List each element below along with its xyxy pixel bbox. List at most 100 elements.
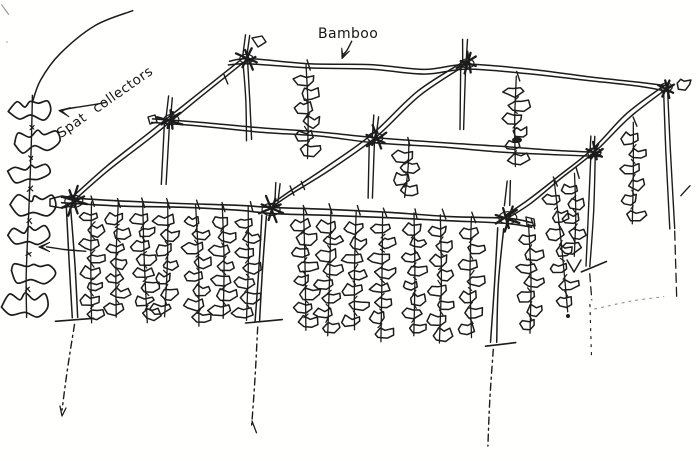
shell	[516, 290, 536, 303]
shell	[676, 78, 692, 91]
faint-marks	[1, 4, 665, 310]
shell	[322, 263, 345, 277]
shell	[504, 139, 521, 151]
shell	[183, 270, 204, 282]
shell	[466, 275, 486, 288]
shell	[162, 259, 180, 272]
spat-collector-string	[501, 70, 532, 168]
stroke	[438, 265, 443, 271]
stroke	[90, 195, 95, 207]
shell	[458, 290, 477, 304]
stroke	[45, 246, 87, 252]
stroke	[60, 201, 533, 229]
shell	[239, 291, 262, 305]
shell	[506, 152, 531, 166]
stroke	[303, 243, 308, 249]
shell	[216, 260, 235, 272]
shell	[561, 212, 580, 225]
stroke	[512, 122, 518, 129]
shell	[6, 224, 51, 246]
lashing-wrap	[586, 147, 602, 158]
shell	[297, 261, 320, 273]
stroke	[559, 257, 566, 262]
shell	[312, 307, 333, 319]
stroke	[459, 63, 462, 131]
shell	[211, 216, 229, 230]
shell	[368, 310, 385, 325]
shell	[299, 143, 322, 158]
stroke	[553, 206, 558, 210]
shell	[518, 234, 537, 245]
lashing-knot	[365, 123, 388, 150]
lashing-wrap	[367, 132, 384, 144]
stroke	[674, 230, 678, 300]
stroke	[114, 252, 119, 258]
shell	[551, 209, 570, 224]
shell	[409, 237, 428, 248]
shell	[140, 281, 161, 293]
shell	[341, 282, 364, 297]
stroke	[267, 197, 277, 222]
stroke	[572, 194, 577, 199]
stroke	[289, 185, 295, 196]
stroke	[142, 278, 148, 283]
shell	[369, 223, 391, 234]
stroke	[328, 230, 333, 237]
stroke	[245, 228, 249, 234]
shell	[86, 281, 104, 292]
shell	[160, 288, 180, 301]
shell	[435, 240, 453, 253]
spat-collector-string	[292, 59, 322, 160]
stroke	[257, 203, 282, 215]
stroke	[116, 267, 121, 274]
spat-collector-string	[619, 116, 648, 225]
shell	[7, 99, 52, 121]
stroke	[585, 153, 592, 267]
stroke	[377, 323, 383, 329]
stroke	[380, 233, 386, 239]
stroke	[438, 294, 443, 300]
shell	[86, 309, 106, 321]
stroke	[26, 185, 34, 192]
shell	[340, 253, 364, 264]
shell	[215, 288, 239, 302]
stroke	[69, 205, 79, 319]
stroke	[439, 236, 444, 242]
shell	[105, 243, 126, 254]
stroke	[163, 298, 168, 305]
shell	[292, 301, 313, 314]
shell	[567, 197, 586, 211]
stroke	[164, 240, 168, 245]
shell	[155, 272, 171, 285]
shell	[458, 227, 480, 240]
shell	[182, 298, 205, 312]
shell	[393, 171, 410, 186]
stroke	[269, 60, 466, 206]
stroke	[90, 249, 96, 255]
stroke	[413, 303, 417, 309]
stroke	[254, 214, 263, 323]
spat-collector-string	[230, 201, 262, 321]
shell	[104, 211, 124, 226]
stroke	[195, 253, 200, 258]
shell	[626, 210, 648, 222]
stroke	[501, 206, 510, 230]
lashing-knot	[155, 109, 184, 130]
shell	[512, 126, 528, 138]
stroke	[114, 223, 120, 229]
stroke	[241, 34, 247, 58]
stroke	[195, 199, 201, 210]
shell	[295, 231, 318, 247]
stroke	[221, 299, 227, 306]
stroke	[589, 153, 596, 268]
shell	[628, 147, 647, 159]
detail-string	[0, 9, 134, 319]
spat-collector-string	[426, 208, 455, 344]
stroke	[371, 139, 376, 199]
shell	[399, 161, 421, 174]
stroke	[162, 269, 168, 275]
stroke	[70, 56, 245, 199]
stroke	[245, 257, 251, 264]
